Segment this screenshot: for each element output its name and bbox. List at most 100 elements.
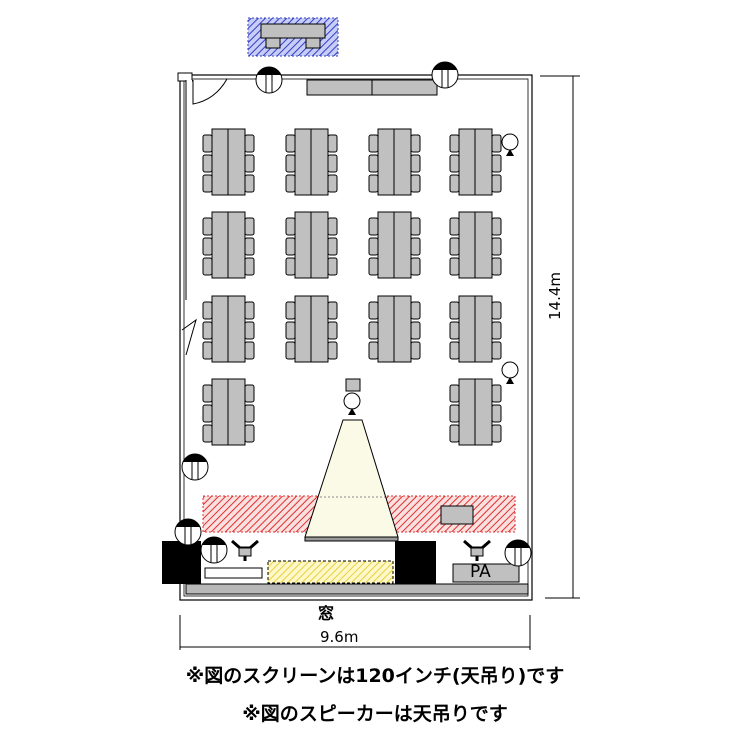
chair: [244, 341, 255, 360]
chair: [244, 404, 255, 423]
note-screen: ※図のスクリーンは120インチ(天吊り)です: [185, 665, 565, 687]
chair: [285, 134, 296, 153]
light-top: [433, 62, 457, 70]
chair: [202, 384, 213, 403]
chair: [202, 404, 213, 423]
table-group: [202, 211, 255, 279]
chair: [449, 321, 460, 340]
table: [458, 128, 476, 196]
table-group: [368, 128, 421, 196]
table: [227, 295, 246, 363]
chair: [244, 174, 255, 193]
chair: [202, 154, 213, 173]
chair: [368, 217, 379, 236]
chair: [449, 424, 460, 443]
chair: [244, 384, 255, 403]
chair: [244, 154, 255, 173]
chair: [327, 301, 338, 320]
table: [458, 378, 476, 446]
chair: [491, 257, 502, 276]
spotlight: [501, 133, 519, 156]
spotlight: [343, 392, 361, 415]
table: [458, 295, 476, 363]
chair: [285, 301, 296, 320]
table-group: [449, 378, 502, 446]
chair: [285, 237, 296, 256]
table: [227, 378, 246, 446]
table: [227, 211, 246, 279]
chair: [368, 237, 379, 256]
chair: [285, 174, 296, 193]
screen: [304, 536, 399, 542]
chair: [491, 174, 502, 193]
chair: [327, 154, 338, 173]
chair: [327, 257, 338, 276]
chair: [244, 424, 255, 443]
light-fixture: [255, 66, 283, 94]
light-top: [202, 536, 226, 545]
table: [310, 128, 329, 196]
light-top: [183, 454, 207, 462]
table-group: [202, 128, 255, 196]
speaker-body: [238, 547, 252, 557]
speaker-bracket: [231, 539, 259, 550]
speaker-body: [470, 547, 484, 557]
table: [294, 211, 312, 279]
light-fixture: [504, 539, 532, 567]
chair: [449, 257, 460, 276]
chair: [368, 341, 379, 360]
chair: [491, 301, 502, 320]
spotlight-icon: [506, 149, 514, 156]
speaker-right: [395, 541, 436, 584]
table-group: [202, 378, 255, 446]
chair: [410, 154, 421, 173]
chair: [410, 174, 421, 193]
room-walls: [179, 74, 533, 601]
chair: [202, 424, 213, 443]
spotlight-circle: [501, 361, 519, 379]
table: [474, 295, 493, 363]
table: [474, 128, 493, 196]
table: [227, 128, 246, 196]
table: [310, 295, 329, 363]
table: [393, 128, 412, 196]
chair: [202, 341, 213, 360]
chair: [327, 217, 338, 236]
chair: [449, 404, 460, 423]
chair: [285, 154, 296, 173]
spotlight-circle: [343, 392, 361, 410]
door-top: [192, 78, 228, 105]
chair: [327, 341, 338, 360]
table-group: [449, 211, 502, 279]
chair: [202, 237, 213, 256]
chair: [491, 384, 502, 403]
chair: [244, 237, 255, 256]
table: [294, 295, 312, 363]
height-dimension: 14.4m: [546, 271, 564, 320]
door-side: [181, 318, 197, 356]
chair: [491, 341, 502, 360]
table-group: [368, 295, 421, 363]
chair: [449, 341, 460, 360]
chair: [368, 257, 379, 276]
light-fixture: [431, 61, 459, 89]
podium: [440, 505, 474, 525]
chair: [449, 134, 460, 153]
chair: [202, 257, 213, 276]
table-group: [368, 211, 421, 279]
table: [211, 295, 229, 363]
chair: [491, 217, 502, 236]
chair: [368, 301, 379, 320]
speaker-bracket: [463, 539, 491, 550]
table: [393, 295, 412, 363]
table-group: [449, 295, 502, 363]
chair: [491, 424, 502, 443]
chair: [202, 321, 213, 340]
light-top: [257, 67, 281, 75]
table: [474, 378, 493, 446]
chair: [410, 341, 421, 360]
table: [377, 128, 395, 196]
table: [377, 211, 395, 279]
